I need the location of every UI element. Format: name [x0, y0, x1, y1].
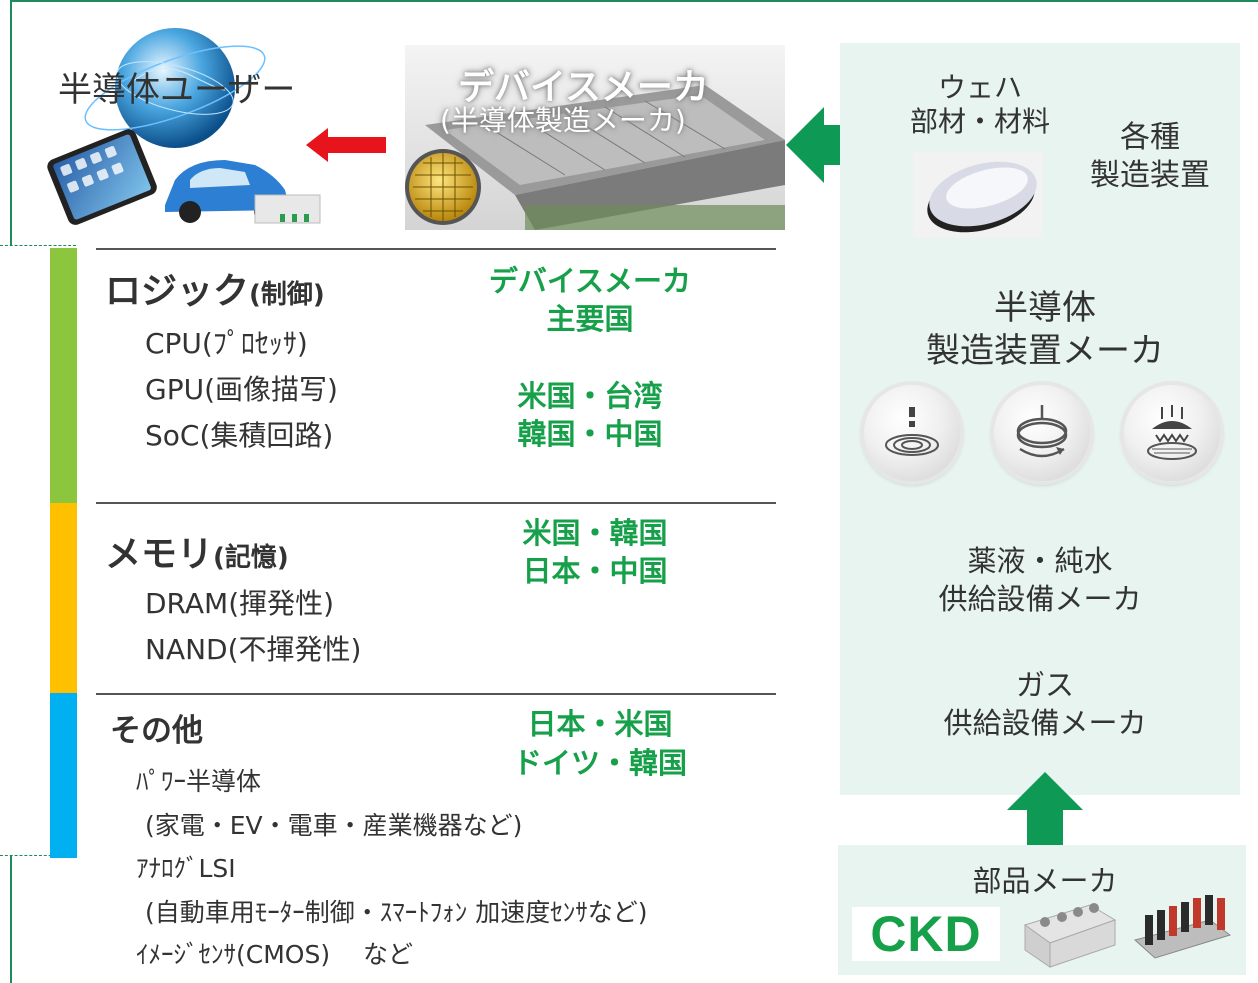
deposition-process-icon: [864, 385, 960, 481]
logic-item-gpu: GPU(画像描写): [145, 373, 338, 406]
memory-item-dram: DRAM(揮発性): [145, 587, 335, 620]
equipment-label-1: 各種: [1120, 120, 1180, 155]
memory-category-bar: [50, 503, 77, 693]
other-item-analog-desc: (自動車用ﾓｰﾀｰ制御・ｽﾏｰﾄﾌｫﾝ 加速度ｾﾝｻなど): [145, 898, 648, 927]
memory-title-paren: (記憶): [213, 543, 289, 573]
parts-maker-label: 部品メーカ: [972, 864, 1118, 898]
wafer-label-2: 部材・材料: [909, 105, 1050, 138]
other-category-bar: [50, 693, 77, 858]
user-label: 半導体ユーザー: [58, 70, 296, 110]
memory-item-nand: NAND(不揮発性): [145, 633, 362, 666]
green-arrow-up: [1005, 770, 1085, 850]
equipment-label-2: 製造装置: [1090, 158, 1210, 193]
countries-header-2: 主要国: [546, 302, 634, 336]
ckd-logo: CKD: [852, 906, 1000, 962]
dashed-connector-bottom: [0, 855, 76, 856]
memory-category-title: メモリ(記憶): [105, 525, 289, 577]
frame-top-line: [10, 0, 1258, 2]
semi-equipment-maker-1: 半導体: [994, 288, 1096, 328]
dashed-connector-top: [0, 245, 76, 246]
device-maker-subtitle: (半導体製造メーカ): [440, 104, 686, 137]
chemical-supply-maker-2: 供給設備メーカ: [938, 582, 1142, 616]
valve-manifold-image: [1020, 895, 1120, 970]
rotation-process-icon: [994, 385, 1090, 481]
other-title-main: その他: [110, 713, 203, 749]
logic-category-title: ロジック(制御): [105, 262, 325, 314]
etching-process-icon: [1124, 385, 1220, 481]
solenoid-valves-image: [1130, 890, 1236, 972]
gas-supply-maker-2: 供給設備メーカ: [943, 706, 1147, 740]
other-category-title: その他: [110, 705, 203, 750]
chemical-supply-maker-1: 薬液・純水: [967, 544, 1113, 578]
ckd-logo-text: CKD: [870, 906, 982, 962]
gas-supply-maker-1: ガス: [1015, 668, 1074, 702]
user-illustration: [40, 20, 340, 235]
wafer-disc-image: [913, 152, 1043, 238]
fab-illustration: [405, 45, 785, 230]
wafer-label-1: ウェハ: [937, 71, 1022, 104]
red-arrow-left: [306, 125, 386, 165]
memory-countries-1: 米国・韓国: [522, 516, 668, 550]
logic-item-cpu: CPU(ﾌﾟﾛｾｯｻ): [145, 327, 308, 360]
frame-left-line: [10, 0, 12, 245]
memory-countries-2: 日本・中国: [522, 554, 668, 588]
logic-countries-2: 韓国・中国: [517, 417, 663, 451]
other-countries-2: ドイツ・韓国: [512, 746, 687, 780]
logic-title-paren: (制御): [249, 280, 325, 310]
other-divider: [96, 693, 776, 695]
logic-title-main: ロジック: [105, 271, 250, 312]
other-item-image-sensor: ｲﾒｰｼﾞｾﾝｻ(CMOS) など: [136, 940, 414, 969]
logic-item-soc: SoC(集積回路): [145, 419, 334, 452]
logic-category-bar: [50, 248, 77, 503]
other-item-power: ﾊﾟﾜｰ半導体: [136, 767, 262, 796]
memory-divider: [96, 502, 776, 504]
other-item-power-desc: (家電・EV・電車・産業機器など): [145, 811, 523, 840]
other-countries-1: 日本・米国: [527, 707, 673, 741]
semi-equipment-maker-2: 製造装置メーカ: [926, 331, 1164, 371]
other-item-analog: ｱﾅﾛｸﾞLSI: [136, 854, 236, 883]
memory-title-main: メモリ: [105, 534, 214, 575]
countries-header-1: デバイスメーカ: [488, 264, 692, 298]
logic-countries-1: 米国・台湾: [517, 379, 663, 413]
logic-divider: [96, 248, 776, 250]
device-maker-title: デバイスメーカ: [458, 67, 709, 108]
frame-left-line-lower: [10, 855, 12, 983]
